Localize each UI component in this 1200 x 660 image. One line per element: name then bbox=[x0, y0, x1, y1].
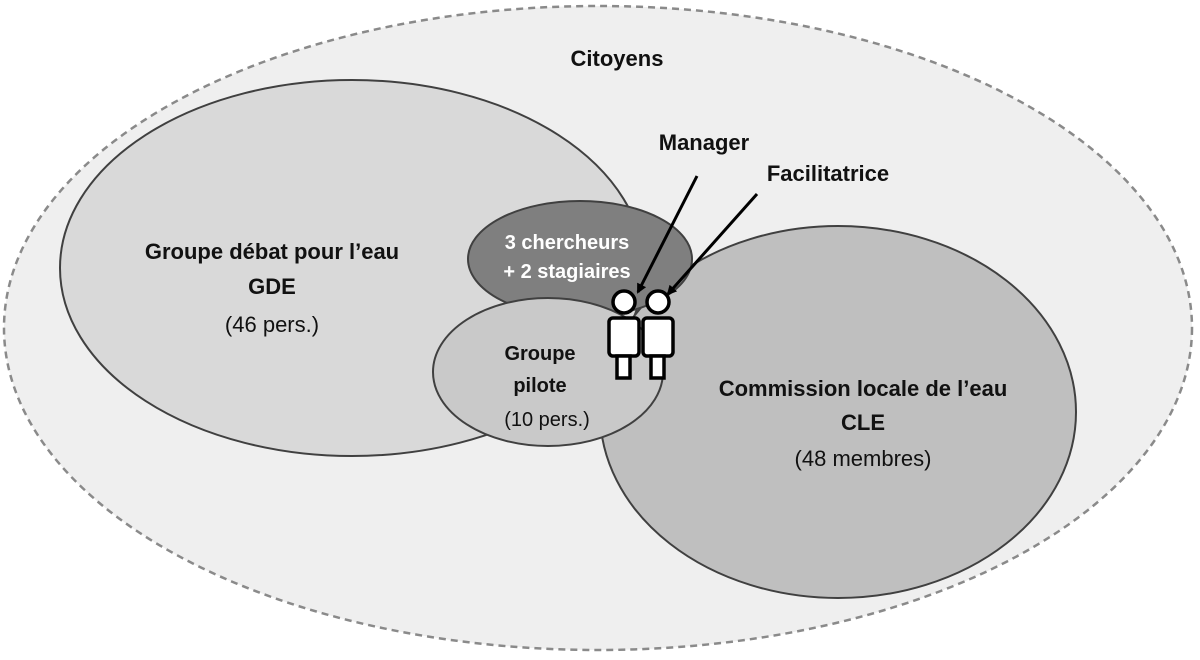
researchers-line2: + 2 stagiaires bbox=[503, 261, 630, 283]
cle-count: (48 membres) bbox=[795, 446, 932, 471]
citizens-label: Citoyens bbox=[571, 46, 664, 71]
cle-title-line2: CLE bbox=[841, 410, 885, 435]
pilot-count: (10 pers.) bbox=[504, 409, 590, 431]
cle-title-line1: Commission locale de l’eau bbox=[719, 376, 1008, 401]
gde-count: (46 pers.) bbox=[225, 312, 319, 337]
facilitator-arrow bbox=[666, 193, 759, 296]
pilot-title-line2: pilote bbox=[513, 375, 566, 397]
researchers-line1: 3 chercheurs bbox=[505, 232, 630, 254]
gde-title-line1: Groupe débat pour l’eau bbox=[145, 239, 399, 264]
pilot-title-line1: Groupe bbox=[504, 343, 575, 365]
manager-arrow bbox=[636, 175, 699, 294]
facilitator-person-icon bbox=[641, 289, 675, 380]
manager-label: Manager bbox=[659, 130, 750, 155]
facilitator-label: Facilitatrice bbox=[767, 161, 889, 186]
manager-person-icon bbox=[607, 289, 641, 380]
gde-title-line2: GDE bbox=[248, 274, 296, 299]
